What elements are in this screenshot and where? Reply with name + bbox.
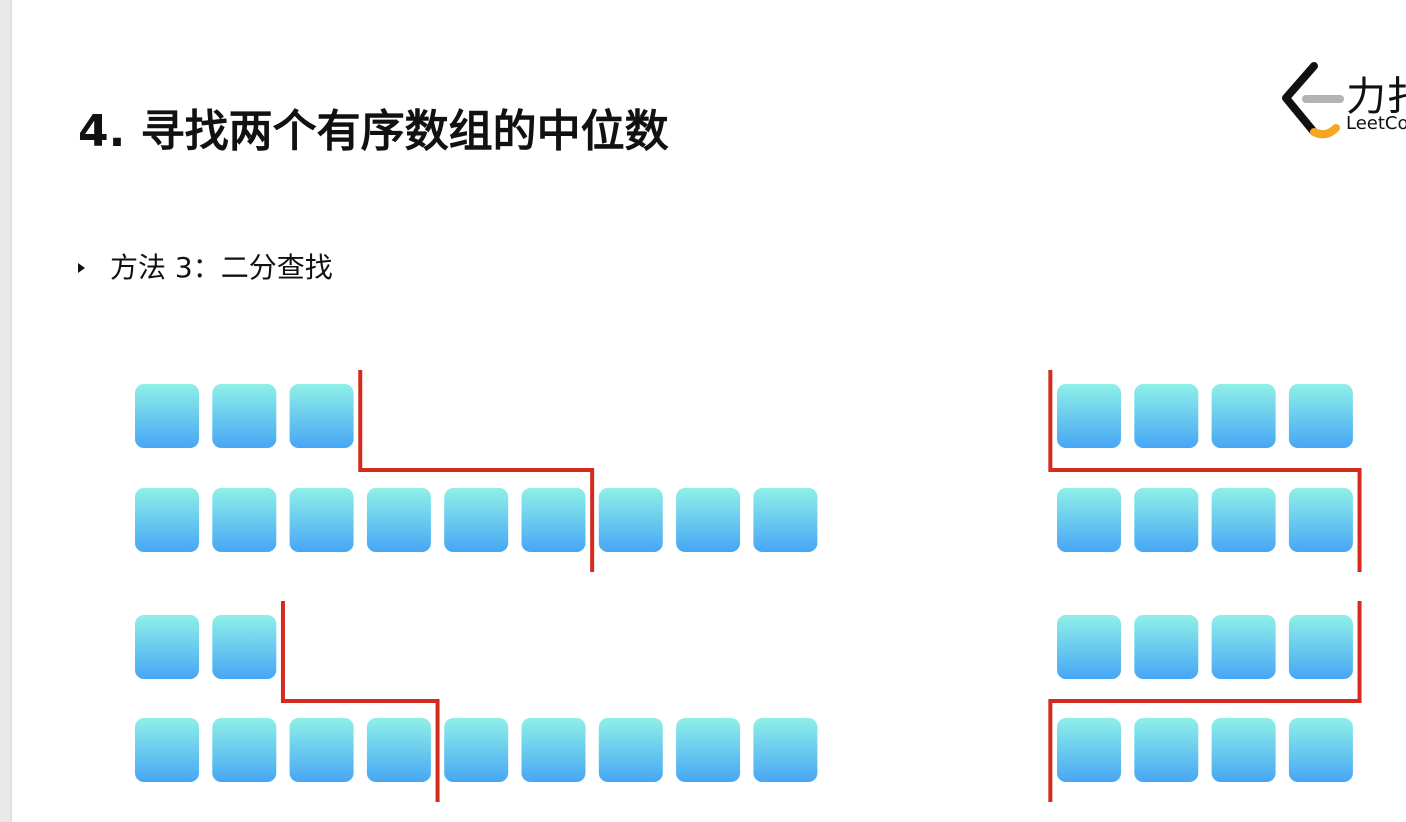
array-cell	[212, 384, 277, 448]
array-cell	[1211, 718, 1276, 782]
slide: 4. 寻找两个有序数组的中位数 方法 3：二分查找 力扌 LeetCo	[12, 0, 1406, 822]
array-cell	[753, 488, 818, 552]
array-cell	[135, 718, 199, 782]
partition-line	[358, 370, 595, 572]
array-cell	[521, 488, 586, 552]
array-cell	[444, 718, 509, 782]
bullet-triangle-icon	[78, 263, 85, 273]
array-cell	[1134, 615, 1199, 679]
partition-line	[280, 601, 440, 802]
bullet-text: 方法 3：二分查找	[110, 251, 333, 284]
array-cell	[1211, 488, 1276, 552]
array-cell	[1057, 718, 1121, 782]
page-title: 4. 寻找两个有序数组的中位数	[78, 106, 669, 157]
array-cell	[1134, 384, 1199, 448]
array-cell	[366, 488, 431, 552]
array-cell	[1288, 384, 1353, 448]
array-cell	[1288, 488, 1353, 552]
array-cell	[135, 384, 199, 448]
array-cell	[1288, 615, 1353, 679]
leetcode-logo-icon	[1282, 62, 1344, 139]
partition-diagram	[135, 370, 1362, 802]
array-cell	[1288, 718, 1353, 782]
array-cell	[676, 488, 741, 552]
array-cell	[135, 488, 199, 552]
array-cell	[521, 718, 586, 782]
partition-line	[1048, 601, 1362, 802]
array-cell	[366, 718, 431, 782]
array-cell	[1057, 488, 1121, 552]
array-cell	[598, 718, 663, 782]
array-cell	[212, 718, 277, 782]
array-cell	[135, 615, 199, 679]
array-cell	[1134, 718, 1199, 782]
array-cell	[212, 615, 277, 679]
logo-wordmark: LeetCo	[1346, 113, 1406, 134]
array-cell	[289, 718, 354, 782]
array-cell	[444, 488, 509, 552]
bullet-item: 方法 3：二分查找	[78, 248, 333, 288]
leetcode-logo: 力扌 LeetCo	[1268, 58, 1406, 148]
partition-line	[1048, 370, 1362, 572]
array-cell	[598, 488, 663, 552]
array-cell	[289, 488, 354, 552]
array-cell	[1211, 615, 1276, 679]
array-cell	[676, 718, 741, 782]
logo-glyph: 力扌	[1346, 74, 1406, 120]
array-cell	[1057, 615, 1121, 679]
array-cell	[1057, 384, 1121, 448]
array-cell	[753, 718, 818, 782]
array-cell	[212, 488, 277, 552]
array-cell	[1211, 384, 1276, 448]
array-cell	[1134, 488, 1199, 552]
array-cell	[289, 384, 354, 448]
